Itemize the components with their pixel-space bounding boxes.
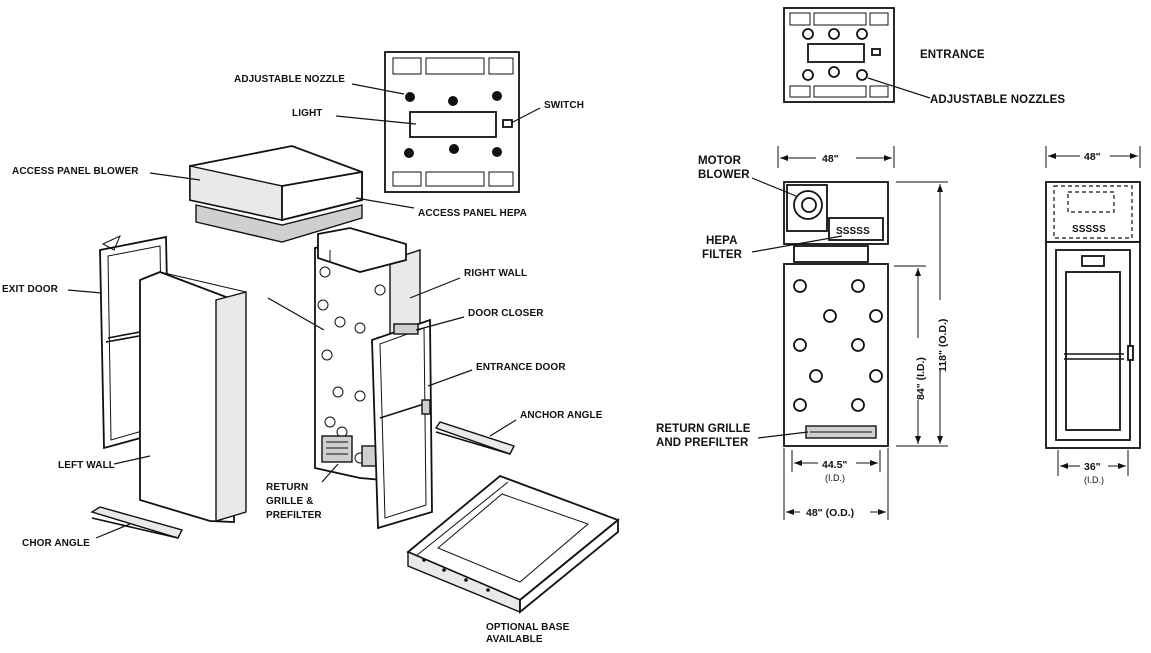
dim-front-top-width: 48" — [1084, 151, 1101, 163]
front-hepa-symbol: SSSSS — [1072, 224, 1106, 235]
label-door-closer: DOOR CLOSER — [468, 308, 544, 319]
front-view: 48" SSSSS 36" (I.D.) — [1045, 146, 1141, 485]
switch — [502, 119, 513, 128]
side-hepa-symbol: SSSSS — [836, 226, 870, 237]
label-return-grille-side-2: AND PREFILTER — [656, 437, 749, 449]
label-access-panel-blower: ACCESS PANEL BLOWER — [12, 166, 139, 177]
label-switch: SWITCH — [544, 100, 584, 111]
dim-door-width: 36" — [1084, 461, 1101, 473]
dim-inner-height: 84" (I.D.) — [915, 357, 927, 400]
label-entrance-door: ENTRANCE DOOR — [476, 362, 566, 373]
dim-inner-width-note: (I.D.) — [825, 473, 845, 483]
label-adjustable-nozzle: ADJUSTABLE NOZZLE — [234, 74, 345, 85]
anchor-angle-left — [90, 506, 184, 539]
label-return-grille-3: PREFILTER — [266, 510, 322, 521]
exploded-leaders — [67, 83, 541, 539]
nozzle-dots — [404, 91, 502, 158]
label-motor: MOTOR — [698, 155, 742, 167]
label-optional-base-2: AVAILABLE — [486, 634, 543, 645]
label-access-panel-hepa: ACCESS PANEL HEPA — [418, 208, 527, 219]
left-wall — [139, 271, 247, 523]
anchor-angle-right — [434, 421, 515, 455]
dim-inner-width: 44.5" — [822, 459, 847, 471]
dim-side-top-width: 48" — [822, 153, 839, 165]
label-anchor-angle-left: CHOR ANGLE — [22, 538, 90, 549]
label-right-wall: RIGHT WALL — [464, 268, 527, 279]
dim-door-width-note: (I.D.) — [1084, 475, 1104, 485]
label-light: LIGHT — [292, 108, 323, 119]
dim-outer-width: 48" (O.D.) — [806, 507, 854, 519]
label-adjustable-nozzles: ADJUSTABLE NOZZLES — [930, 94, 1065, 106]
label-anchor-angle-right: ANCHOR ANGLE — [520, 410, 603, 421]
dim-overall-height: 118" (O.D.) — [937, 319, 949, 372]
label-exit-door: EXIT DOOR — [2, 284, 59, 295]
front-door-handle — [1127, 345, 1134, 361]
label-return-grille-side-1: RETURN GRILLE — [656, 423, 751, 435]
label-return-grille-1: RETURN — [266, 482, 308, 493]
nozzle-panel — [384, 51, 520, 193]
door-closer — [393, 323, 419, 335]
exploded-view: ADJUSTABLE NOZZLE LIGHT SWITCH ACCESS PA… — [2, 51, 620, 645]
hepa-filter — [828, 217, 884, 241]
side-view-nozzles — [793, 279, 883, 412]
side-view: 48" SSSSS 118" (O.D.) 84" — [656, 146, 949, 520]
label-optional-base-1: OPTIONAL BASE — [486, 622, 570, 633]
top-view: ENTRANCE ADJUSTABLE NOZZLES — [783, 7, 1065, 106]
label-entrance: ENTRANCE — [920, 49, 985, 61]
label-filter: FILTER — [702, 249, 743, 261]
access-panel-box — [189, 145, 363, 243]
label-return-grille-2: GRILLE & — [266, 496, 313, 507]
label-left-wall: LEFT WALL — [58, 460, 115, 471]
light-panel — [409, 111, 497, 138]
return-grille — [321, 435, 353, 463]
door-handle — [421, 399, 431, 415]
entrance-door — [371, 318, 433, 530]
top-view-nozzles — [802, 28, 868, 81]
exploded-labels: ADJUSTABLE NOZZLE LIGHT SWITCH ACCESS PA… — [2, 74, 603, 645]
optional-base — [406, 474, 620, 614]
label-hepa: HEPA — [706, 235, 738, 247]
label-blower: BLOWER — [698, 169, 750, 181]
